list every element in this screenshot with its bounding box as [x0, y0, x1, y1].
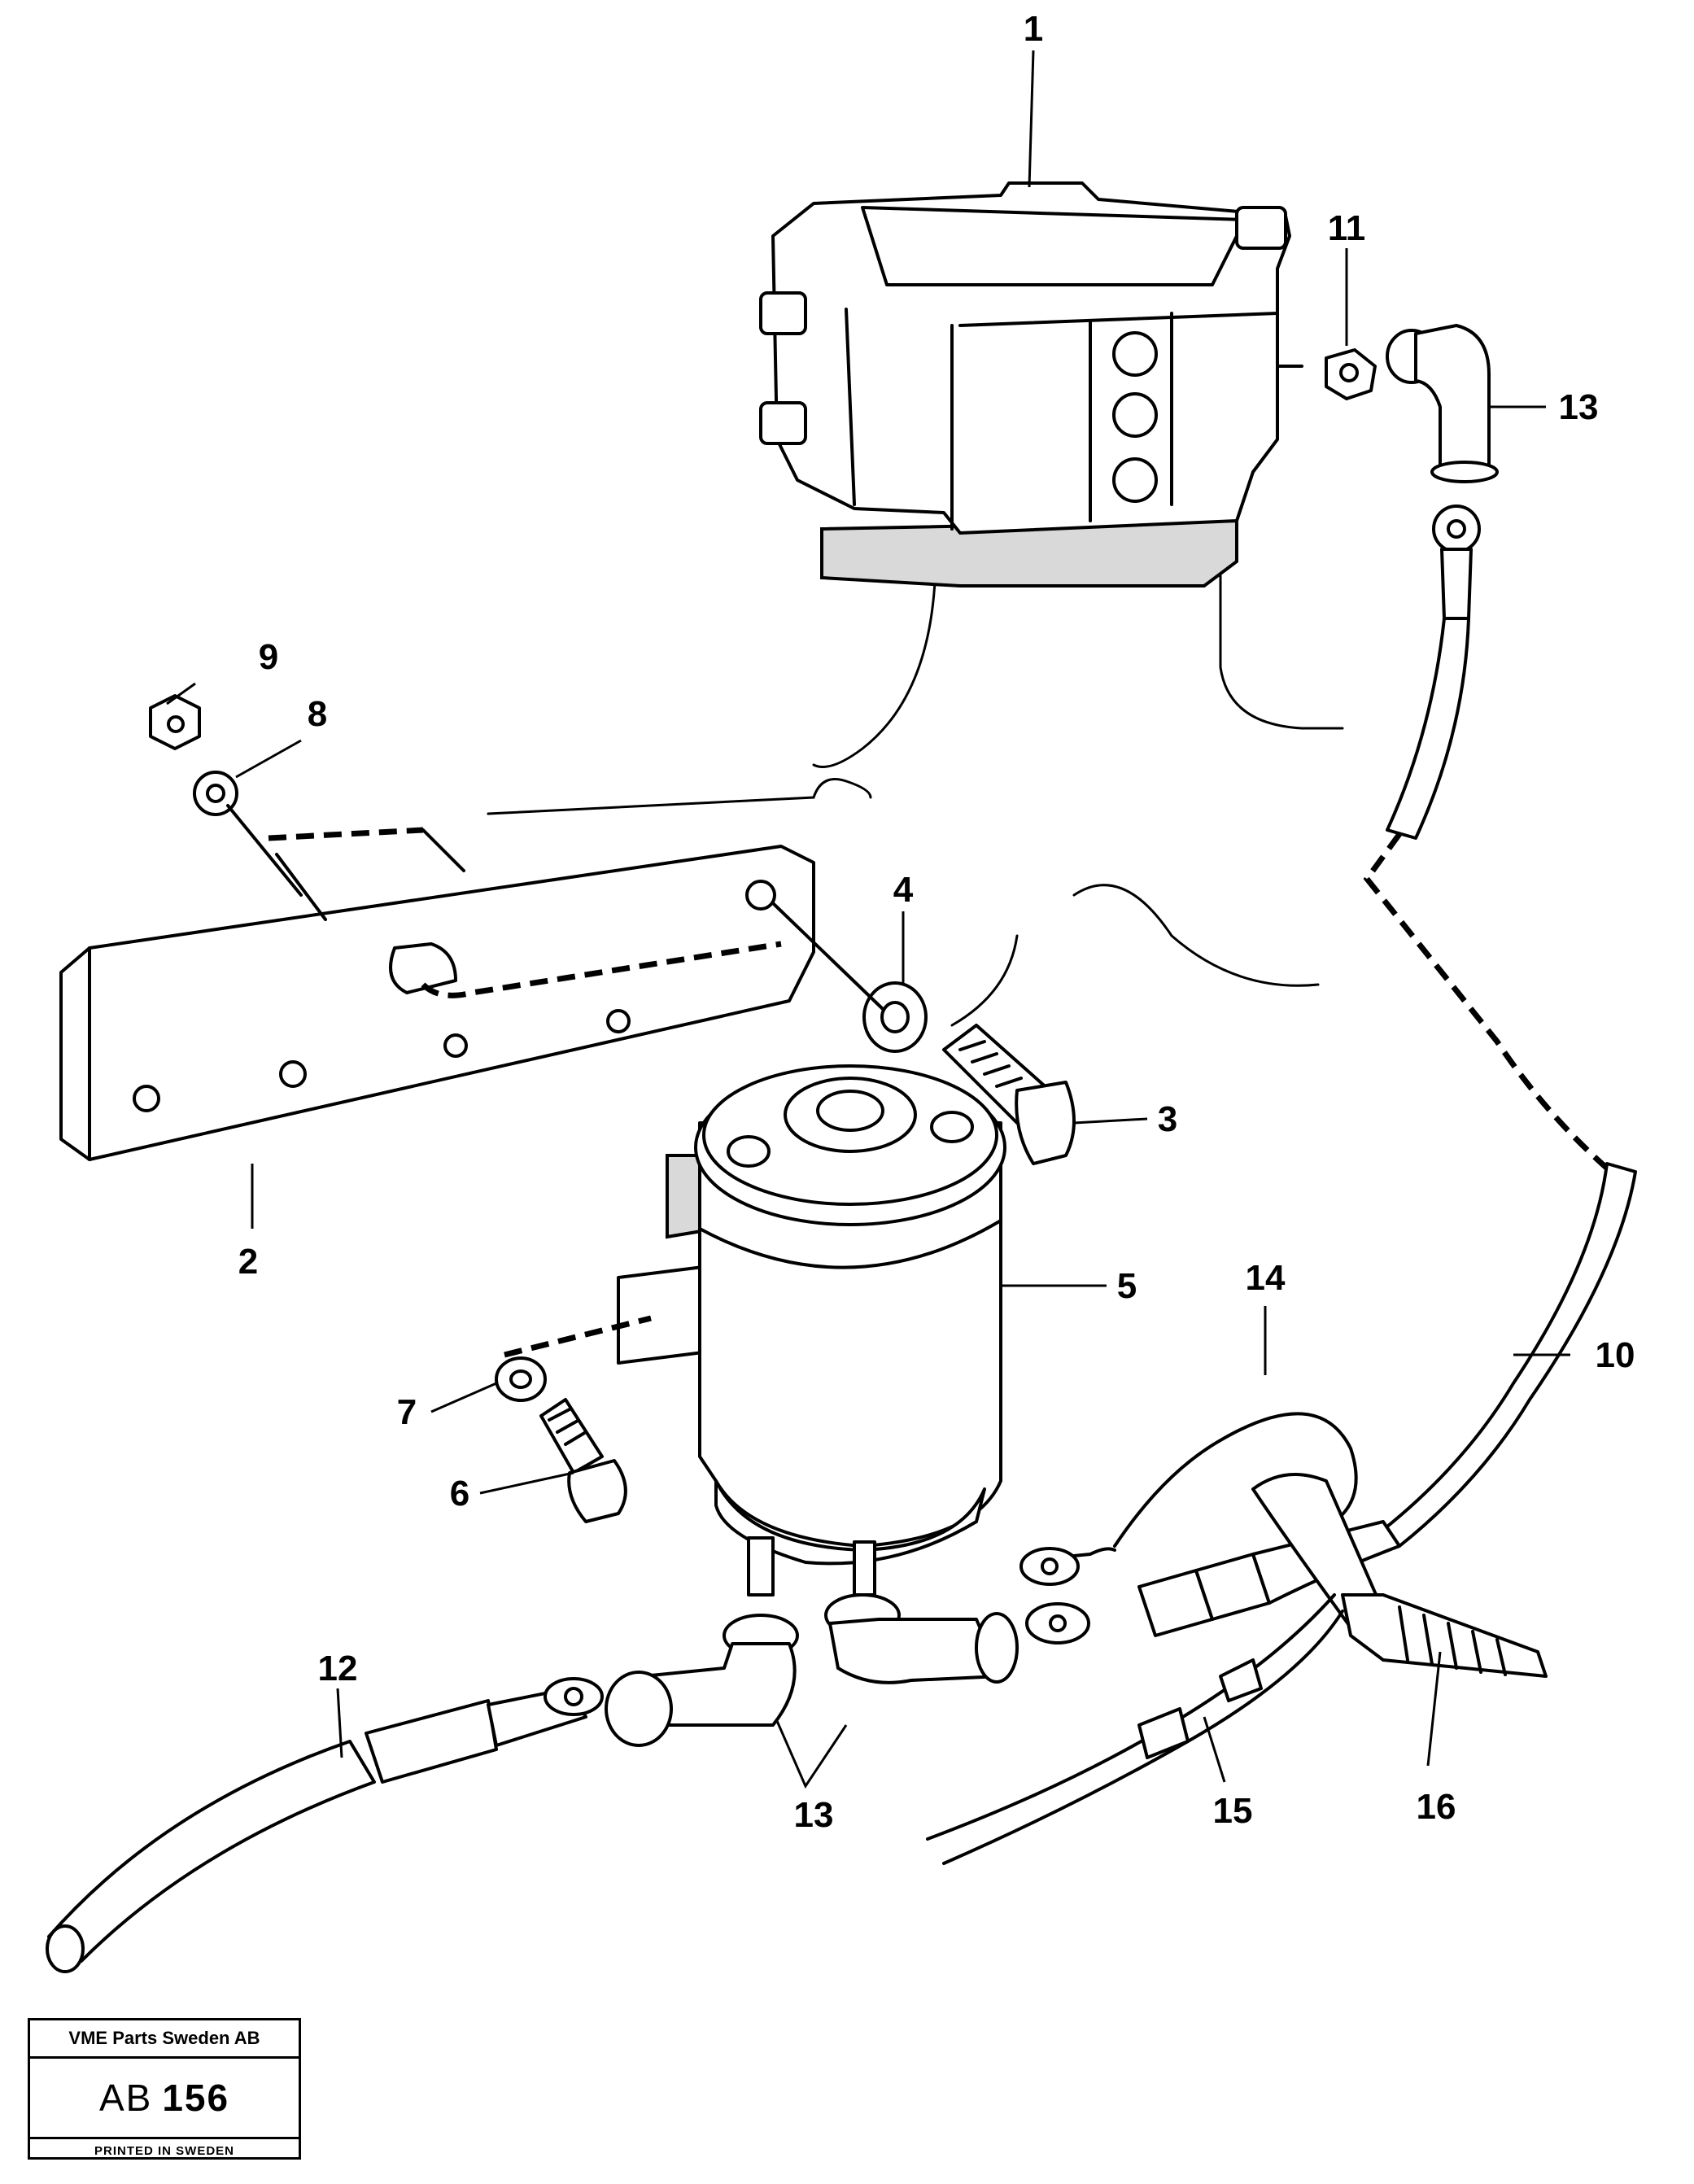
solenoid-5: [617, 1064, 1006, 1597]
callout-14: 14: [1246, 1258, 1286, 1298]
callout-4: 4: [893, 870, 914, 910]
callout-labels: 1 11 13 9 8 4 3 2 5 14 10 7 6 12 13 15 1…: [238, 9, 1635, 1835]
callout-5: 5: [1117, 1266, 1137, 1306]
terminal-bolt-icon: [1112, 392, 1158, 438]
callout-13-bottom: 13: [794, 1795, 834, 1835]
callout-6: 6: [450, 1474, 469, 1514]
diagram-code: AB 156: [30, 2059, 299, 2139]
bolt-icon: [759, 401, 807, 445]
callout-7: 7: [397, 1392, 417, 1432]
engine-outline: [487, 552, 1344, 1027]
leader-lines: [166, 50, 1570, 1789]
lock-washer-8: [193, 771, 303, 897]
terminal-bolt-icon: [1112, 331, 1158, 377]
callout-2: 2: [238, 1242, 258, 1282]
bracket-plate: [59, 827, 815, 1161]
callout-13-top: 13: [1559, 387, 1599, 427]
wire-15: [926, 1593, 1344, 1865]
washer-4: [771, 902, 928, 1053]
callout-16: 16: [1417, 1787, 1456, 1827]
bolt-icon: [1235, 206, 1287, 250]
callout-3: 3: [1158, 1099, 1177, 1139]
nut: [1325, 348, 1377, 400]
cable-tie-16: [1251, 1473, 1548, 1678]
cable-12: [46, 1677, 604, 1973]
nut-9: [149, 694, 201, 750]
cable-10: [1363, 505, 1637, 1548]
terminal-bolt-icon: [1112, 457, 1158, 503]
diagram-code-prefix: AB: [98, 2077, 153, 2119]
rubber-boot-left: [605, 1614, 799, 1747]
callout-12: 12: [318, 1649, 358, 1688]
wire-14: [1019, 1412, 1358, 1586]
callout-15: 15: [1213, 1791, 1253, 1831]
callout-1: 1: [1024, 9, 1043, 49]
bolt-icon: [759, 291, 807, 335]
company-name: VME Parts Sweden AB: [30, 2020, 299, 2059]
rubber-boot-top: [1386, 324, 1499, 483]
bolt-6: [539, 1398, 627, 1523]
callout-9: 9: [259, 637, 278, 677]
washer-7: [495, 1315, 652, 1402]
callout-8: 8: [308, 694, 327, 734]
relay-box: [759, 181, 1303, 587]
bolt-3: [942, 1024, 1076, 1165]
publisher-stamp: VME Parts Sweden AB AB 156 PRINTED IN SW…: [28, 2018, 301, 2160]
diagram-code-number: 156: [162, 2077, 230, 2119]
printed-note: PRINTED IN SWEDEN: [94, 2143, 234, 2158]
callout-11: 11: [1328, 208, 1366, 248]
callout-10: 10: [1596, 1335, 1635, 1375]
rubber-boot-right: [824, 1593, 1019, 1684]
